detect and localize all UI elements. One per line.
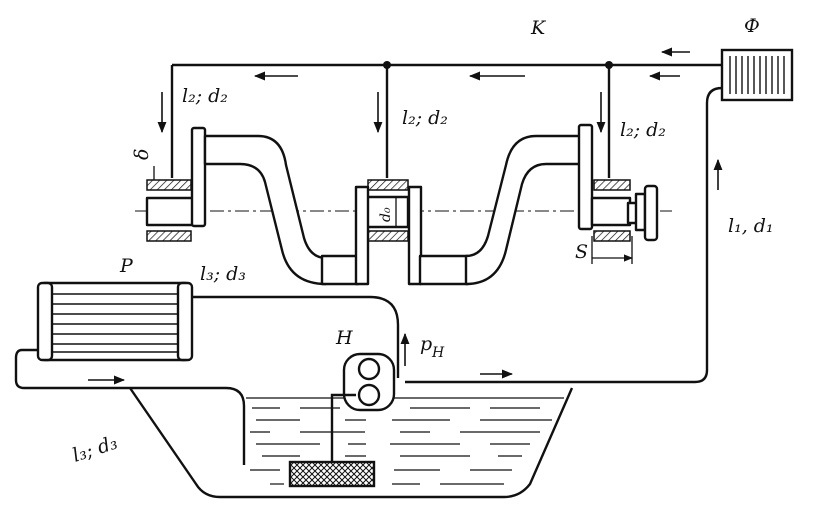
label-supply-pipe: l₁, d₁ bbox=[728, 215, 774, 237]
oil-strainer bbox=[288, 460, 376, 488]
crankshaft bbox=[145, 123, 659, 286]
supply-line bbox=[405, 86, 723, 384]
junction-dots bbox=[383, 61, 613, 69]
return-line bbox=[14, 348, 246, 465]
pump-outlet-line bbox=[192, 295, 400, 378]
label-pump: H bbox=[335, 327, 353, 349]
branch-flow-arrows bbox=[157, 92, 606, 134]
label-journal-diameter: d₀ bbox=[378, 207, 394, 222]
bearings bbox=[146, 179, 631, 242]
coarse-filter bbox=[36, 281, 194, 362]
fine-filter bbox=[720, 48, 794, 102]
oil-sump bbox=[129, 387, 574, 499]
label-coarse-filter: P bbox=[119, 255, 134, 277]
supply-flow-arrows bbox=[480, 158, 723, 379]
dimension-marks bbox=[153, 166, 633, 264]
oil-surface bbox=[246, 397, 564, 485]
oil-pump bbox=[342, 352, 396, 412]
label-pump-pressure-sub: H bbox=[431, 345, 445, 361]
label-fine-filter: Ф bbox=[744, 15, 760, 37]
label-branch-mid: l₂; d₂ bbox=[402, 107, 448, 129]
pump-suction-pipe bbox=[330, 393, 356, 462]
label-bearing-clearance: δ bbox=[131, 149, 153, 160]
label-return-lower: l₃; d₃ bbox=[70, 432, 120, 467]
label-branch-left: l₂; d₂ bbox=[182, 85, 228, 107]
main-line-flow-arrows bbox=[253, 47, 690, 81]
label-main-line: K bbox=[530, 17, 547, 39]
main-oil-line bbox=[170, 63, 722, 178]
label-bearing-width: S bbox=[575, 241, 588, 263]
label-branch-right: l₂; d₂ bbox=[620, 119, 666, 141]
label-return-upper: l₃; d₃ bbox=[200, 263, 246, 285]
label-pump-pressure: p bbox=[420, 333, 432, 355]
